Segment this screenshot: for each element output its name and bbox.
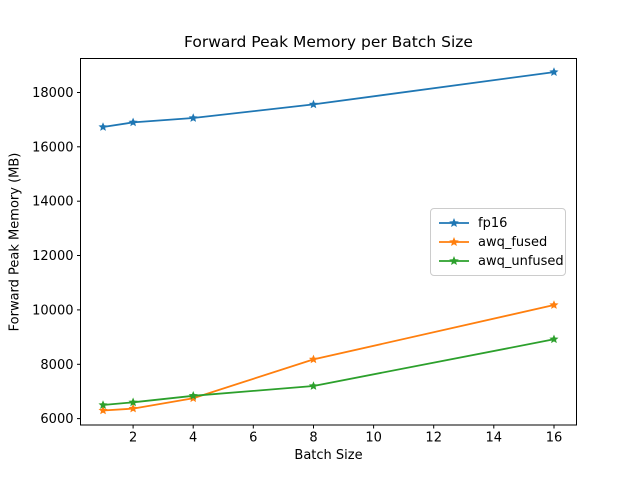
y-tick-label: 8000 — [40, 358, 73, 373]
x-tick-label: 14 — [486, 431, 503, 446]
y-tick-label: 14000 — [32, 195, 73, 210]
data-point-awq_fused — [98, 405, 108, 415]
series-line-awq_fused — [102, 304, 555, 412]
series-line-awq_unfused — [102, 338, 555, 406]
legend-marker-icon — [439, 218, 469, 227]
legend-label: awq_fused — [478, 234, 548, 250]
legend: fp16 awq_fused awq_unfused — [430, 208, 566, 276]
x-tick-label: 10 — [365, 431, 382, 446]
data-point-fp16 — [98, 122, 108, 131]
x-tick-label: 12 — [425, 431, 442, 446]
x-tick-label: 6 — [249, 431, 257, 446]
y-tick-label: 12000 — [32, 249, 73, 264]
data-point-awq_unfused — [188, 391, 198, 400]
data-point-awq_unfused — [308, 381, 318, 390]
legend-marker-icon — [439, 237, 469, 246]
data-point-awq_fused — [308, 354, 318, 364]
data-point-awq_fused — [128, 403, 138, 413]
data-point-fp16 — [128, 117, 138, 127]
x-tick-label: 8 — [309, 431, 317, 446]
data-point-fp16 — [188, 113, 198, 122]
data-point-awq_unfused — [549, 334, 559, 344]
legend-item-fp16: fp16 — [438, 214, 559, 232]
legend-item-awq-unfused: awq_unfused — [438, 252, 564, 270]
x-tick-label: 2 — [129, 431, 137, 446]
legend-item-awq-fused: awq_fused — [438, 233, 559, 251]
y-tick-label: 10000 — [32, 303, 73, 318]
y-tick-label: 6000 — [40, 412, 73, 427]
legend-label: awq_unfused — [478, 253, 564, 269]
data-point-fp16 — [308, 99, 318, 109]
x-tick-label: 4 — [189, 431, 197, 446]
data-point-awq_unfused — [128, 397, 138, 407]
data-point-fp16 — [549, 67, 559, 76]
legend-marker-icon — [439, 256, 469, 265]
data-point-awq_fused — [549, 300, 559, 309]
x-axis-label: Batch Size — [294, 448, 363, 463]
series-line-fp16 — [102, 71, 555, 128]
y-tick-label: 16000 — [32, 140, 73, 155]
axes-frame — [80, 58, 577, 426]
data-point-awq_unfused — [98, 400, 108, 409]
x-tick-label: 16 — [546, 431, 563, 446]
chart-title: Forward Peak Memory per Batch Size — [184, 33, 473, 51]
legend-label: fp16 — [478, 215, 508, 231]
y-tick-label: 18000 — [32, 86, 73, 101]
